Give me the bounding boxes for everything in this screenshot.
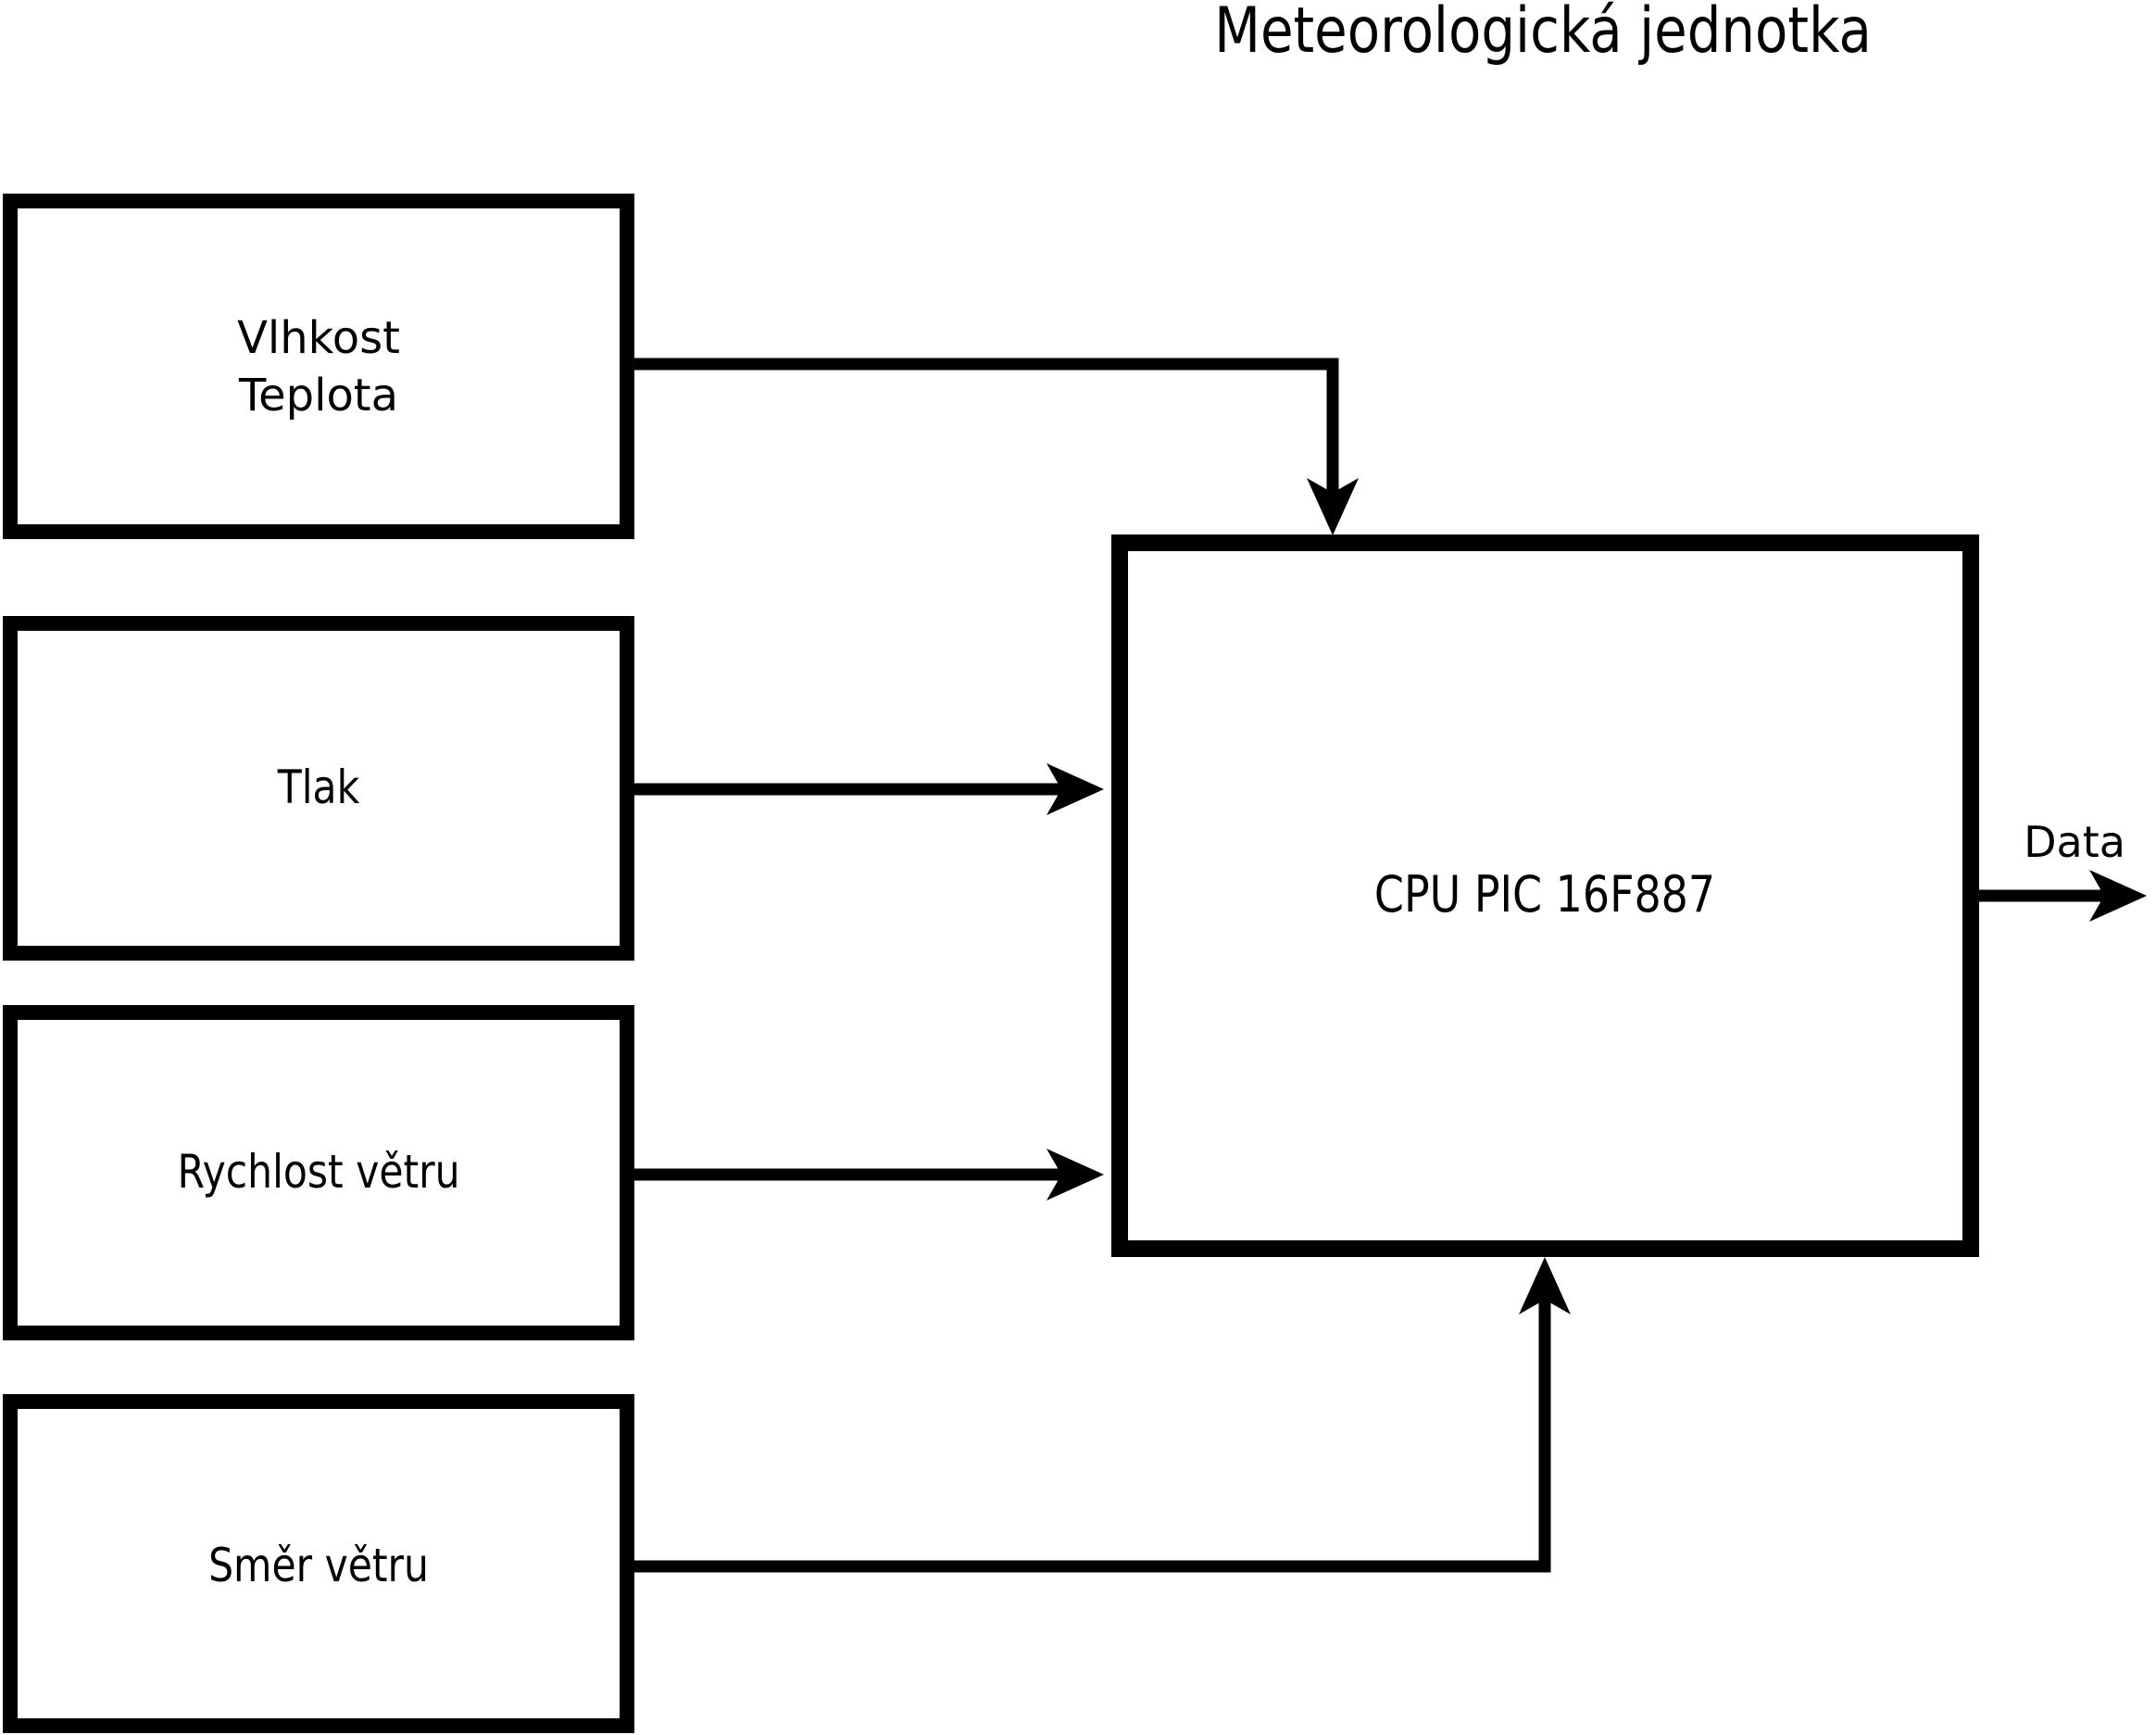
- connector-tlak-to-cpu: [634, 763, 1104, 815]
- connector-line-smer-vetru: [634, 1300, 1551, 1573]
- cpu-label: CPU PIC 16F887: [1374, 864, 1715, 924]
- sensor-label-rychlost-vetru: Rychlost větru: [177, 1145, 459, 1199]
- arrowhead-right-icon: [1047, 1149, 1104, 1201]
- sensor-label-smer-vetru: Směr větru: [208, 1539, 429, 1592]
- sensor-box-rychlost-vetru: [3, 1005, 634, 1340]
- sensor-block-vlhkost-teplota: Vlhkost Teplota: [3, 194, 634, 539]
- connector-line-vlhkost-teplota: [634, 358, 1339, 494]
- arrowhead-right-icon: [1047, 763, 1104, 815]
- sensor-block-rychlost-vetru: Rychlost větru: [3, 1005, 634, 1340]
- connector-smer-vetru-to-cpu: [634, 1257, 1571, 1573]
- cpu-box: [1111, 534, 1979, 1257]
- arrowhead-up-icon: [1519, 1257, 1571, 1314]
- sensor-box-tlak: [3, 616, 634, 961]
- diagram-title: Meteorologická jednotka: [1214, 0, 1872, 67]
- cpu-block: CPU PIC 16F887: [1111, 534, 1979, 1257]
- sensor-label-tlak: Tlak: [277, 761, 359, 814]
- sensor-block-smer-vetru: Směr větru: [3, 1394, 634, 1733]
- sensor-label-teplota: Teplota: [238, 370, 398, 421]
- data-output-label: Data: [2024, 817, 2125, 867]
- sensor-box-vlhkost-teplota: [3, 194, 634, 539]
- connector-vlhkost-teplota-to-cpu: [634, 358, 1359, 535]
- data-output: Data: [1979, 817, 2147, 922]
- sensor-box-smer-vetru: [3, 1394, 634, 1733]
- sensor-block-tlak: Tlak: [3, 616, 634, 961]
- connector-rychlost-vetru-to-cpu: [634, 1149, 1104, 1201]
- sensor-label-vlhkost: Vlhkost: [237, 312, 400, 364]
- arrowhead-right-icon: [2089, 870, 2147, 922]
- arrowhead-down-icon: [1307, 478, 1359, 535]
